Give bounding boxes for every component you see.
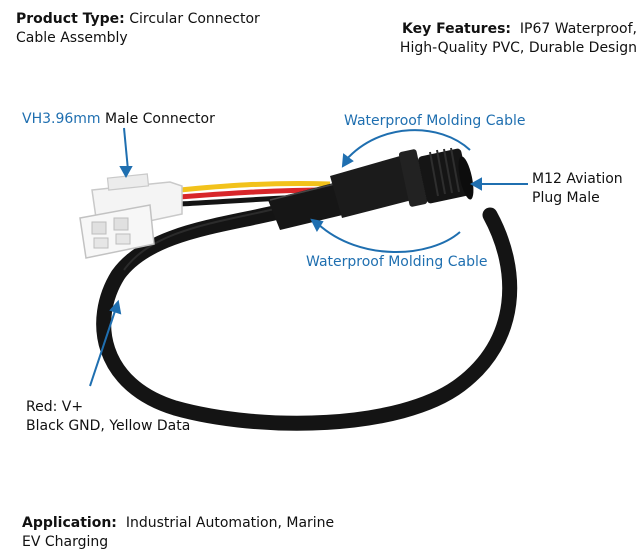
m12-callout-line1: M12 Aviation: [532, 171, 623, 187]
application-value-2: EV Charging: [22, 534, 109, 550]
callout-arrows: [89, 127, 528, 387]
wires-callout-line2: Black GND, Yellow Data: [26, 418, 191, 434]
product-type-block: Product Type: Circular Connector Cable A…: [16, 10, 260, 48]
m12-plug: [330, 147, 474, 218]
key-features-block: Key Features: IP67 Waterproof, High-Qual…: [400, 20, 637, 58]
molding-sleeve: [268, 180, 355, 230]
m12-callout-line2: Plug Male: [532, 190, 600, 206]
product-type-label: Product Type:: [16, 11, 125, 27]
molding-callout-top: Waterproof Molding Cable: [344, 113, 526, 129]
cable-loop: [96, 202, 518, 431]
product-type-value-1: Circular Connector: [129, 11, 260, 27]
product-type-value-2: Cable Assembly: [16, 30, 128, 46]
vh-connector-label: Male Connector: [105, 111, 215, 127]
key-features-label: Key Features:: [401, 21, 512, 37]
vh-connector-callout: VH3.96mm Male Connector: [22, 110, 215, 129]
m12-callout: M12 Aviation Plug Male: [532, 170, 623, 208]
key-features-value-1: IP67 Waterproof,: [519, 21, 637, 37]
key-features-value-2: High-Quality PVC, Durable Design: [399, 40, 637, 56]
vh-connector-spec: VH3.96mm: [22, 111, 101, 127]
vh-connector: [79, 173, 183, 259]
application-value-1: Industrial Automation, Marine: [125, 515, 335, 531]
molding-callout-bottom: Waterproof Molding Cable: [306, 254, 488, 270]
wires-callout: Red: V+ Black GND, Yellow Data: [26, 398, 190, 436]
application-block: Application: Industrial Automation, Mari…: [22, 514, 334, 552]
application-label: Application:: [22, 515, 117, 531]
wires-callout-line1: Red: V+: [26, 399, 84, 415]
